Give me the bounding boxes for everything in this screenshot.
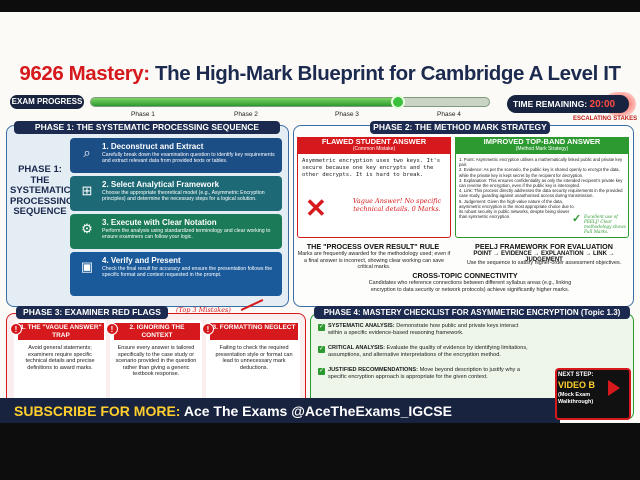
- cross-icon: ✕: [305, 193, 327, 223]
- improved-point: 1. Point: Asymmetric encryption utilises…: [459, 157, 623, 168]
- time-remaining: TIME REMAINING: 20:00: [507, 95, 629, 113]
- step-execute: ⚙ 3. Execute with Clear Notation Perform…: [70, 214, 282, 249]
- step-desc: Check the final result for accuracy and …: [102, 266, 273, 279]
- phase-tick-4: Phase 4: [437, 111, 461, 118]
- phase4-title: PHASE 4: MASTERY CHECKLIST FOR ASYMMETRI…: [314, 306, 630, 319]
- improved-points: 1. Point: Asymmetric encryption utilises…: [459, 157, 625, 219]
- flawed-title: FLAWED STUDENT ANSWER: [321, 137, 427, 146]
- timer-label: TIME REMAINING:: [513, 99, 588, 109]
- title-rest: The High-Mark Blueprint for Cambridge A …: [149, 62, 621, 85]
- timer-value: 20:00: [589, 99, 616, 110]
- checkbox-icon: ✓: [318, 368, 325, 375]
- exam-progress-fill: [91, 98, 398, 106]
- checkmark-icon: ✓: [572, 213, 582, 225]
- peelj-flow: POINT → EVIDENCE → EXPLANATION → LINK → …: [473, 251, 615, 263]
- peelj-title: PEELJ FRAMEWORK FOR EVALUATION: [475, 242, 613, 251]
- improved-note: Excellent use of PEELJ! Clear methodolog…: [584, 214, 626, 234]
- rule-title: THE "PROCESS OVER RESULT" RULE: [306, 242, 440, 251]
- phase-tick-3: Phase 3: [335, 111, 359, 118]
- magnifier-icon: ⌕: [83, 145, 91, 160]
- subscribe-label: SUBSCRIBE FOR MORE:: [14, 403, 181, 419]
- phase1-side-label: PHASE 1: THE SYSTEMATIC PROCESSING SEQUE…: [10, 164, 74, 217]
- warning-icon: !: [10, 323, 22, 335]
- improved-point: 4. Link: This process directly addresses…: [459, 188, 623, 199]
- red-flag-desc: Ensure every answer is tailored specific…: [115, 345, 197, 378]
- flawed-subtitle: (Common Mistake): [352, 146, 396, 152]
- peelj-text: Use the sequence to satisfy higher-order…: [466, 260, 622, 266]
- phase3-title: PHASE 3: EXAMINER RED FLAGS: [16, 306, 168, 319]
- exam-progress-label: EXAM PROGRESS: [10, 95, 84, 109]
- red-flag-title: 1. THE "VAGUE ANSWER" TRAP: [18, 323, 104, 340]
- page-title: 9626 Mastery: The High-Mark Blueprint fo…: [8, 62, 632, 86]
- red-flag-title: 3. FORMATTING NEGLECT: [210, 323, 298, 340]
- play-icon: [608, 380, 620, 396]
- next-video: VIDEO B: [558, 380, 596, 390]
- checklist-text: Evaluate the quality of evidence by iden…: [328, 345, 528, 358]
- rule-text: Marks are frequently awarded for the met…: [297, 251, 451, 270]
- phase-tick-2: Phase 2: [234, 111, 258, 118]
- improved-subtitle: (Method Mark Strategy): [515, 146, 569, 152]
- improved-point: 3. Explanation: This ensures confidentia…: [459, 177, 623, 189]
- phase2-title: PHASE 2: THE METHOD MARK STRATEGY: [370, 121, 550, 134]
- step-desc: Carefully break down the examination que…: [102, 152, 275, 165]
- exam-progress-bar: [90, 97, 490, 107]
- presentation-icon: ▣: [80, 259, 94, 274]
- red-flag-desc: Failing to check the required presentati…: [215, 345, 293, 371]
- improved-title: IMPROVED TOP-BAND ANSWER: [483, 137, 601, 146]
- red-flag-desc: Avoid general statements; examiners requ…: [25, 345, 95, 371]
- checklist-label: CRITICAL ANALYSIS:: [328, 345, 385, 351]
- step-deconstruct: ⌕ 1. Deconstruct and Extract Carefully b…: [70, 138, 282, 173]
- flawed-answer-header: FLAWED STUDENT ANSWER (Common Mistake): [297, 137, 451, 154]
- flowchart-icon: ⊞: [81, 183, 93, 198]
- subscribe-banner: [0, 398, 560, 424]
- step-title: 4. Verify and Present: [102, 256, 181, 265]
- subscribe-line: SUBSCRIBE FOR MORE: Ace The Exams @AceTh…: [14, 401, 452, 421]
- cross-topic-text: Candidates who reference connections bet…: [368, 280, 572, 293]
- step-title: 2. Select Analytical Framework: [102, 180, 220, 189]
- next-step-tile[interactable]: [555, 368, 631, 420]
- title-highlight: 9626 Mastery:: [19, 62, 150, 85]
- checklist-label: SYSTEMATIC ANALYSIS:: [328, 323, 395, 329]
- escalating-stakes: ESCALATING STAKES: [573, 116, 638, 122]
- checklist-text: Move beyond description to justify why a…: [328, 367, 521, 380]
- checklist-item: SYSTEMATIC ANALYSIS: Demonstrate how pub…: [328, 323, 528, 336]
- phase1-title: PHASE 1: THE SYSTEMATIC PROCESSING SEQUE…: [14, 121, 280, 134]
- improved-point: 5. Judgement: Given the high-value natur…: [459, 198, 574, 220]
- phase3-tag: (Top 3 Mistakes): [176, 306, 231, 314]
- top-letterbox: [0, 0, 640, 12]
- gear-icon: ⚙: [81, 221, 93, 236]
- channel-name[interactable]: Ace The Exams @AceTheExams_IGCSE: [183, 403, 452, 419]
- checklist-label: JUSTIFIED RECOMMENDATIONS:: [328, 367, 419, 373]
- checklist-item: CRITICAL ANALYSIS: Evaluate the quality …: [328, 345, 528, 358]
- cross-topic-title: CROSS-TOPIC CONNECTIVITY: [412, 271, 518, 280]
- flawed-text: Asymmetric encryption uses two keys. It'…: [302, 158, 441, 178]
- step-verify: ▣ 4. Verify and Present Check the final …: [70, 252, 282, 296]
- warning-icon: !: [106, 323, 118, 335]
- bottom-letterbox: [0, 423, 640, 480]
- checkbox-icon: ✓: [318, 324, 325, 331]
- step-title: 3. Execute with Clear Notation: [102, 218, 217, 227]
- phase-tick-1: Phase 1: [131, 111, 155, 118]
- progress-marker: [391, 95, 405, 109]
- step-desc: Perform the analysis using standardized …: [102, 228, 271, 241]
- checklist-item: JUSTIFIED RECOMMENDATIONS: Move beyond d…: [328, 367, 528, 380]
- next-sub: (Mock Exam Walkthrough): [558, 392, 594, 405]
- step-framework: ⊞ 2. Select Analytical Framework Choose …: [70, 176, 282, 211]
- checkbox-icon: ✓: [318, 346, 325, 353]
- warning-icon: !: [202, 323, 214, 335]
- improved-answer-header: IMPROVED TOP-BAND ANSWER (Method Mark St…: [455, 137, 629, 154]
- step-title: 1. Deconstruct and Extract: [102, 142, 204, 151]
- red-flag-title: 2. IGNORING THE CONTEXT: [114, 323, 200, 340]
- step-desc: Choose the appropriate theoretical model…: [102, 190, 265, 203]
- improved-point: 2. Evidence: As per the scenario, the pu…: [459, 167, 620, 178]
- checklist-text: Demonstrate how public and private keys …: [328, 323, 519, 336]
- flawed-note: Vague Answer! No specific technical deta…: [352, 197, 442, 213]
- next-step-label: NEXT STEP:: [558, 372, 594, 378]
